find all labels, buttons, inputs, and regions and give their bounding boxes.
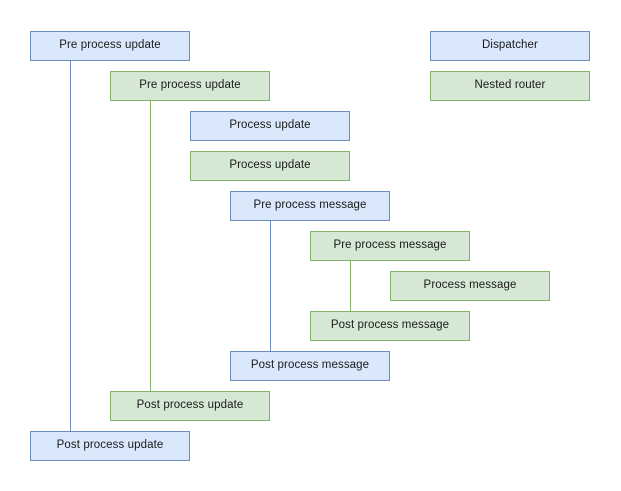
node-post-process-message-dispatcher[interactable]: Post process message (230, 351, 390, 381)
connector-pre-post-process-message-dispatcher (270, 221, 271, 351)
node-process-update-dispatcher[interactable]: Process update (190, 111, 350, 141)
node-pre-process-update-nested-router[interactable]: Pre process update (110, 71, 270, 101)
node-process-message-nested-router[interactable]: Process message (390, 271, 550, 301)
node-process-update-nested-router[interactable]: Process update (190, 151, 350, 181)
legend-item-nested-router[interactable]: Nested router (430, 71, 590, 101)
node-pre-process-message-nested-router[interactable]: Pre process message (310, 231, 470, 261)
connector-pre-post-process-update-nested-router (150, 101, 151, 391)
node-post-process-update-nested-router[interactable]: Post process update (110, 391, 270, 421)
connector-pre-post-process-update-dispatcher (70, 61, 71, 431)
node-post-process-message-nested-router[interactable]: Post process message (310, 311, 470, 341)
node-pre-process-update-dispatcher[interactable]: Pre process update (30, 31, 190, 61)
node-post-process-update-dispatcher[interactable]: Post process update (30, 431, 190, 461)
node-pre-process-message-dispatcher[interactable]: Pre process message (230, 191, 390, 221)
connector-pre-post-process-message-nested-router (350, 261, 351, 311)
legend-item-dispatcher[interactable]: Dispatcher (430, 31, 590, 61)
